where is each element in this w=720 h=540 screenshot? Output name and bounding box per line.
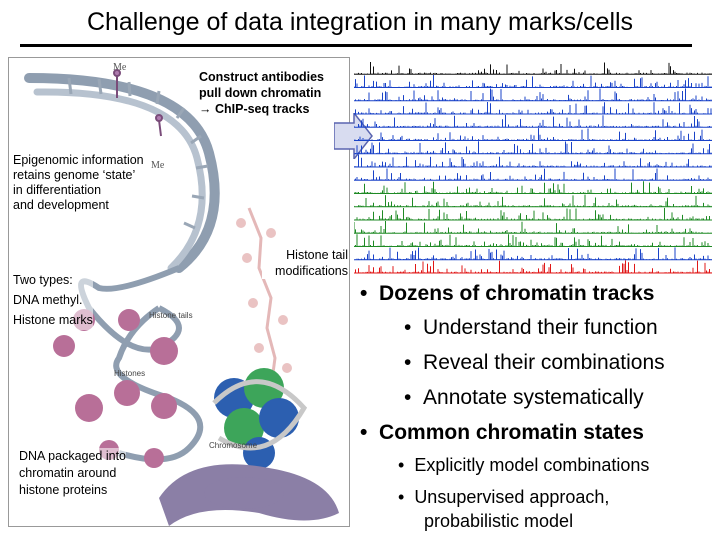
signal-track [354,88,712,102]
signal-track [354,154,712,168]
track-signal-peaks [354,220,712,234]
construct-antibodies-note: Construct antibodies pull down chromatin… [199,70,325,116]
me-label: Me [113,62,127,73]
methyl-groups [113,69,163,137]
tail-modification-dots [236,218,292,373]
track-signal-peaks [354,62,712,75]
slide-title: Challenge of data integration in many ma… [86,8,634,36]
signal-track [354,234,712,247]
signal-track [354,207,712,221]
track-signal-peaks [354,194,712,207]
dna-packaged-note: DNA packaged into chromatin around histo… [19,448,127,499]
track-signal-peaks [355,141,712,154]
histone-tails-label: Histone tails [149,311,193,320]
histones-label: Histones [114,369,145,378]
signal-track [354,168,712,181]
signal-track [354,114,712,128]
title-underline [20,44,692,47]
bullet-unsupervised-approach: • Unsupervised approach, [398,487,610,507]
chipseq-tracks-panel [354,62,712,274]
histone-tail-ladder [247,207,277,389]
bullet-annotate-systematically: • Annotate systematically [404,386,644,409]
track-signal-peaks [354,128,712,141]
signal-track [354,75,712,88]
track-signal-peaks [354,114,712,128]
track-signal-peaks [354,168,712,181]
dna-rungs [67,77,209,230]
signal-track [354,220,712,234]
signal-track [354,260,712,274]
track-signal-peaks [354,154,712,167]
track-signal-peaks [354,260,712,273]
track-signal-peaks [354,102,712,114]
signal-track [354,247,712,261]
signal-track [354,62,712,75]
bullet-explicitly-model: • Explicitly model combinations [398,455,650,475]
track-signal-peaks [354,247,712,260]
two-types-note: Two types: DNA methyl. Histone marks [13,270,93,330]
dna-backbone-arc [24,73,220,273]
epigenomic-information-note: Epigenomic information retains genome ‘s… [13,153,144,213]
signal-track [354,181,712,194]
track-signal-peaks [354,75,712,88]
track-signal-peaks [354,181,712,194]
bullet-dozens-of-tracks: • Dozens of chromatin tracks [360,282,655,305]
histone-tail-modifications-label: Histone tail modifications [262,247,348,279]
dna-second-strand [33,88,206,272]
bullet-common-chromatin-states: • Common chromatin states [360,421,644,444]
signal-track [354,194,712,208]
bullet-understand-function: • Understand their function [404,316,658,339]
signal-track [354,141,712,155]
nucleosome-core [212,368,308,469]
track-signal-peaks [354,207,712,220]
signal-track [354,102,712,115]
track-signal-peaks [354,234,712,247]
bullet-reveal-combinations: • Reveal their combinations [404,351,665,374]
signal-track [354,128,712,141]
me-label-2: Me [151,160,165,171]
bullet-probabilistic-model: probabilistic model [424,511,574,531]
track-signal-peaks [354,88,712,101]
epigenome-illustration: Me Me Histone tails Histones [8,57,350,527]
chromosome-label: Chromosome [209,441,258,450]
chromosome-shape [159,464,339,526]
